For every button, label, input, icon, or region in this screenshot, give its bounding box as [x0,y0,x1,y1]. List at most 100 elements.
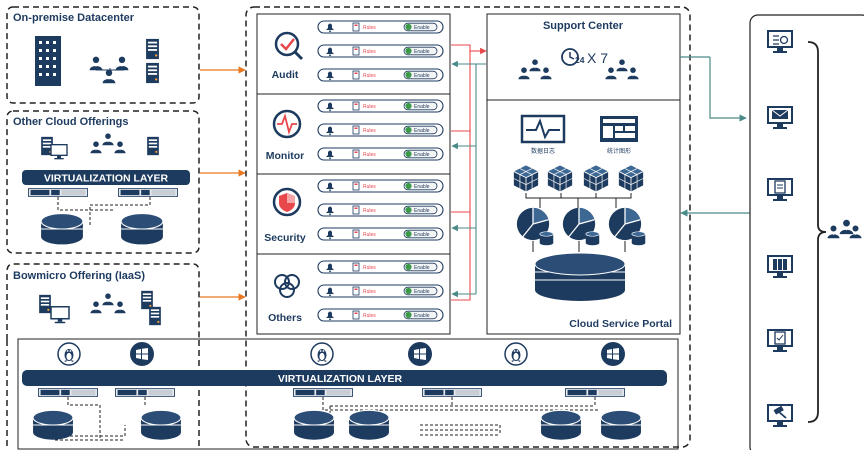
virtualization-layer-label: VIRTUALIZATION LAYER [278,373,403,385]
rules-document-icon [352,101,360,111]
toggle-knob [405,182,412,190]
other-cloud-offerings-label: Other Cloud Offerings [13,116,129,128]
rack-server-icon [115,388,175,397]
toggle-label: Enable [414,73,430,79]
servers-icon [141,290,161,326]
bowmicro-offering-panel: Bowmicro Offering (IaaS) [6,263,200,340]
widget-label: 统计图形 [607,147,631,155]
rules-label: Rules [363,184,376,190]
rack-server-icon [422,388,482,397]
mail-monitor-icon [767,106,793,130]
enable-toggle[interactable]: Enable [403,22,438,32]
toggle-knob [405,150,412,158]
toggle-label: Enable [414,152,430,158]
storage-disk-icon [120,213,164,245]
rule-row: Rules Enable [317,284,444,298]
enable-toggle[interactable]: Enable [403,46,438,56]
toggle-label: Enable [414,49,430,55]
enable-toggle[interactable]: Enable [403,181,438,191]
service-label-audit: Audit [272,69,299,81]
rack-server-icon [38,388,98,397]
users-group-icon [827,219,862,239]
toggle-label: Enable [414,232,430,238]
rules-document-icon [352,149,360,159]
heartbeat-icon [272,109,302,139]
storage-disk-icon [40,213,84,245]
toggle-knob [405,263,412,271]
source-arrows [200,66,246,301]
bell-icon [326,102,334,112]
enable-toggle[interactable]: Enable [403,310,438,320]
enable-toggle[interactable]: Enable [403,125,438,135]
bell-icon [326,182,334,192]
bell-icon [326,311,334,321]
enable-toggle[interactable]: Enable [403,205,438,215]
bell-icon [326,206,334,216]
document-monitor-icon [767,178,793,202]
clock-icon [561,48,579,66]
user-panel-arrows [680,56,750,217]
database-disk-icon [534,252,626,301]
rule-row: Rules Enable [317,179,444,193]
linux-icon [504,342,528,366]
toggle-knob [405,23,412,31]
rules-label: Rules [363,49,376,55]
rules-document-icon [352,205,360,215]
bottom-infrastructure: VIRTUALIZATION LAYER [6,338,679,450]
gavel-monitor-icon [767,404,793,428]
enable-toggle[interactable]: Enable [403,262,438,272]
toggle-label: Enable [414,25,430,31]
bell-icon [326,150,334,160]
toggle-knob [405,126,412,134]
rules-label: Rules [363,128,376,134]
rings-icon [274,274,300,298]
enable-toggle[interactable]: Enable [403,70,438,80]
dashboard-icon [600,116,638,142]
other-cloud-offerings-panel: Other Cloud Offerings VIRTUALIZATION LAY… [6,110,200,254]
storage-disk-icon [293,409,335,441]
bowmicro-offering-label: Bowmicro Offering (IaaS) [13,270,145,282]
availability-hours: 24 [575,55,585,65]
rules-document-icon [352,46,360,56]
rack-server-icon [28,188,88,197]
cloud-service-portal-title: Cloud Service Portal [569,318,672,330]
widget-label: 数据日志 [531,147,555,155]
toggle-label: Enable [414,104,430,110]
cloud-platform-boundary [245,6,691,448]
building-icon [35,36,61,86]
storage-disk-icon [600,409,642,441]
toggle-label: Enable [414,128,430,134]
service-portal-arrows [451,44,487,301]
on-premise-datacenter-label: On-premise Datacenter [13,12,135,24]
servers-icon [146,38,159,84]
rules-label: Rules [363,289,376,295]
grouping-brace [807,41,827,423]
toggle-knob [405,47,412,55]
bell-icon [326,23,334,33]
servers-icon [147,136,159,156]
enable-toggle[interactable]: Enable [403,101,438,111]
windows-icon [408,342,432,366]
support-center-title: Support Center [543,20,624,32]
toggle-label: Enable [414,265,430,271]
rules-label: Rules [363,232,376,238]
bell-icon [326,287,334,297]
rules-document-icon [352,229,360,239]
bell-icon [326,230,334,240]
rack-server-icon [293,388,353,397]
toggle-label: Enable [414,208,430,214]
storage-disk-icon [32,409,74,441]
storage-disk-icon [348,409,390,441]
checklist-monitor-icon [767,30,793,54]
toggle-knob [405,102,412,110]
toggle-knob [405,71,412,79]
toggle-knob [405,230,412,238]
enable-toggle[interactable]: Enable [403,149,438,159]
enable-toggle[interactable]: Enable [403,229,438,239]
enable-toggle[interactable]: Enable [403,286,438,296]
